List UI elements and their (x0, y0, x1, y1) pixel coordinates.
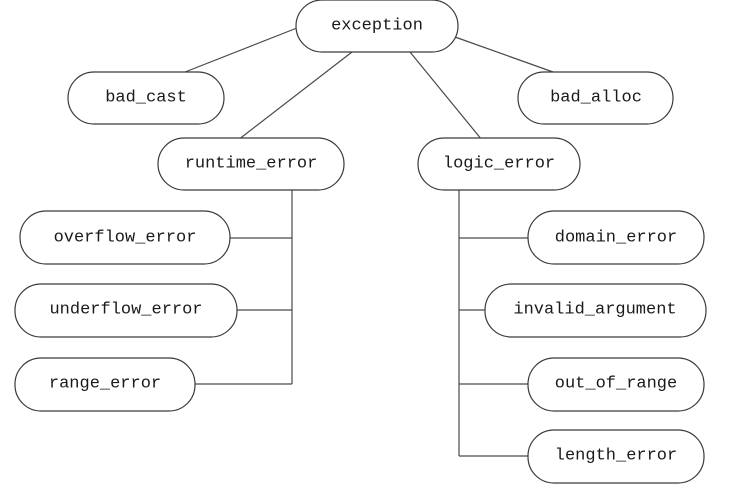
svg-text:domain_error: domain_error (555, 229, 677, 248)
svg-text:bad_cast: bad_cast (105, 89, 187, 108)
node-runtime_error: runtime_error (157, 137, 345, 191)
node-range_error: range_error (14, 357, 196, 412)
node-exception: exception (295, 0, 459, 53)
node-length_error: length_error (527, 429, 705, 484)
svg-text:runtime_error: runtime_error (185, 155, 318, 174)
node-invalid_argument: invalid_argument (484, 283, 707, 338)
edge-exception-bad_alloc (454, 36, 554, 73)
svg-text:out_of_range: out_of_range (555, 375, 677, 394)
svg-text:underflow_error: underflow_error (49, 301, 202, 320)
svg-text:overflow_error: overflow_error (54, 229, 197, 248)
node-bad_cast: bad_cast (67, 71, 225, 125)
svg-text:range_error: range_error (49, 375, 161, 394)
svg-text:invalid_argument: invalid_argument (513, 301, 676, 320)
node-bad_alloc: bad_alloc (517, 71, 674, 125)
svg-text:logic_error: logic_error (443, 155, 555, 174)
node-out_of_range: out_of_range (527, 357, 705, 412)
node-overflow_error: overflow_error (19, 210, 231, 265)
svg-text:bad_alloc: bad_alloc (550, 89, 642, 108)
edge-exception-bad_cast (179, 25, 303, 75)
node-domain_error: domain_error (527, 210, 705, 265)
node-logic_error: logic_error (417, 137, 581, 191)
edges (179, 25, 554, 457)
svg-text:length_error: length_error (555, 447, 677, 466)
svg-text:exception: exception (331, 17, 423, 36)
node-underflow_error: underflow_error (14, 283, 238, 338)
edge-exception-logic_error (409, 51, 483, 141)
edge-exception-runtime_error (237, 51, 353, 141)
